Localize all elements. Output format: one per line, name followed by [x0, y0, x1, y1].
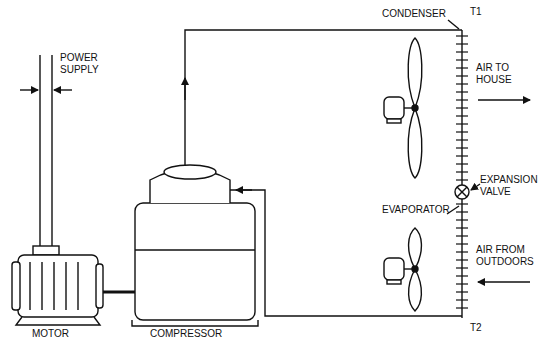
airflow-label: AIR TO HOUSE	[476, 62, 526, 86]
temperature-label: T2	[470, 322, 500, 334]
airflow-label: AIR FROM OUTDOORS	[476, 244, 538, 268]
suction-pipe	[230, 190, 462, 316]
air-arrow	[478, 281, 530, 282]
compressor-symbol	[132, 165, 258, 326]
temperature-label: T1	[470, 6, 500, 18]
fan-symbol	[384, 38, 422, 178]
part-label: CONDENSER	[382, 8, 452, 20]
supply-arrow	[54, 89, 72, 90]
power-wire	[39, 55, 40, 248]
leader-line	[448, 20, 459, 29]
part-label: POWER SUPPLY	[60, 52, 110, 76]
part-label: COMPRESSOR	[150, 328, 240, 340]
coil-fins	[456, 36, 468, 308]
fan-symbol	[384, 228, 421, 311]
part-label: EXPANSION VALVE	[480, 174, 538, 198]
motor-symbol	[12, 246, 135, 325]
power-wire	[51, 55, 52, 248]
flow-arrow	[184, 78, 185, 100]
part-label: EVAPORATOR	[382, 204, 452, 216]
air-arrow	[478, 99, 530, 100]
flow-arrow	[236, 189, 252, 190]
leader-arrow	[471, 184, 480, 190]
part-label: MOTOR	[32, 328, 92, 340]
expansion-valve-symbol	[455, 185, 469, 199]
supply-arrow	[20, 89, 38, 90]
